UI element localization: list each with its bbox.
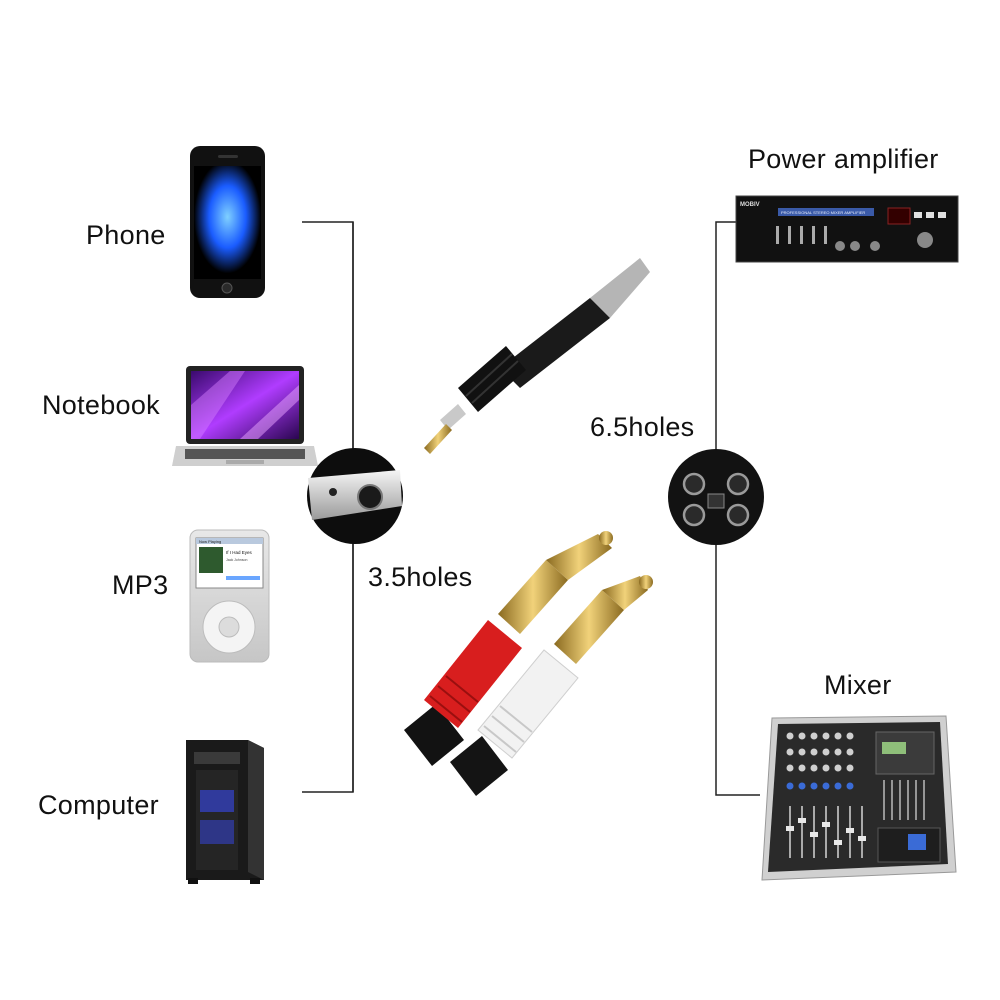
mp3-image (189, 529, 270, 663)
cable-3-5-plug (424, 258, 650, 454)
cable-6-5-red-plug (404, 531, 613, 766)
device-label-mixer: Mixer (824, 670, 892, 700)
jack-6-5-closeup (668, 449, 764, 545)
amplifier-brand: MOBIV (740, 202, 760, 208)
cable-6-5-white-plug (450, 575, 653, 796)
notebook-image (172, 366, 318, 466)
device-label-mp3: MP3 (112, 570, 169, 600)
jack-label-6-5-holes: 6.5holes (590, 412, 695, 442)
amplifier-panel-text: MOBIV PROFESSIONAL STEREO MIXER AMPLIFIE… (740, 202, 865, 215)
device-label-notebook: Notebook (42, 390, 160, 420)
mp3-track-title: If I Had Eyes (226, 550, 253, 555)
mp3-screen-header: Now Playing (199, 539, 221, 544)
power-amplifier-image (735, 195, 959, 263)
computer-image (186, 740, 264, 884)
device-label-phone: Phone (86, 220, 166, 250)
device-label-computer: Computer (38, 790, 159, 820)
jack-label-3-5-holes: 3.5holes (368, 562, 473, 592)
amplifier-model-banner: PROFESSIONAL STEREO MIXER AMPLIFIER (781, 210, 865, 215)
jack-3-5-closeup (307, 448, 403, 544)
phone-image (190, 146, 265, 298)
right-connector-lines (715, 221, 760, 796)
mp3-screen-text: Now Playing If I Had Eyes Jack Johnson (199, 539, 253, 562)
mixer-image (761, 715, 957, 881)
mp3-track-artist: Jack Johnson (226, 558, 247, 562)
device-label-power-amplifier: Power amplifier (748, 144, 939, 174)
